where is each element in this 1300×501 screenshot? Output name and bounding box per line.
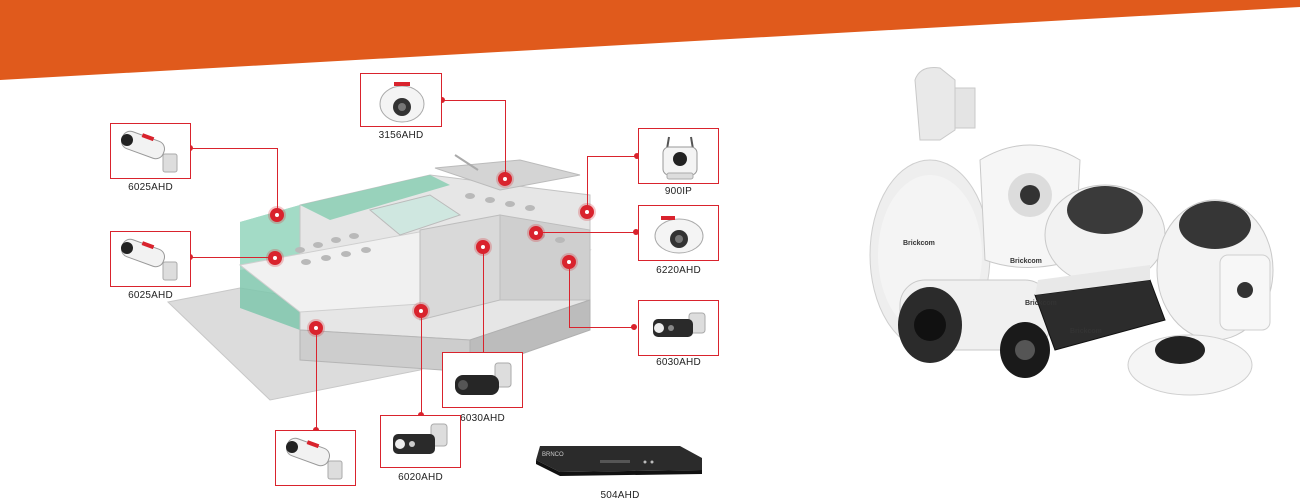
brand-label: Brickcom: [1025, 300, 1057, 307]
hotspot-small-dot: [631, 324, 637, 330]
hotspot-small-dot: [439, 97, 445, 103]
camera-card-6030ahd[interactable]: [442, 352, 523, 408]
dvr-label: 504AHD: [600, 490, 640, 501]
bullet-camera-icon: [121, 238, 178, 281]
camera-card-6030ahd[interactable]: [638, 300, 719, 356]
brand-label: Brickcom: [903, 240, 935, 247]
camera-label: 6025AHD: [128, 290, 173, 301]
camera-card-6025ahd[interactable]: [110, 123, 191, 179]
camera-label: 6020AHD: [398, 472, 443, 483]
camera-label: 6030AHD: [460, 413, 505, 424]
camera-label: 6030AHD: [656, 357, 701, 368]
camera-label: 6220AHD: [656, 265, 701, 276]
camera-label: 3156AHD: [378, 130, 424, 141]
hotspot-dot[interactable]: [309, 321, 323, 335]
hotspot-dot[interactable]: [580, 205, 594, 219]
camera-label: 900IP: [664, 186, 693, 197]
dome-camera-icon: [654, 216, 704, 254]
dome-camera-icon: [379, 82, 425, 123]
header-banner: [0, 0, 1300, 80]
camera-card-900ip[interactable]: [638, 128, 719, 184]
hotspot-small-dot: [634, 153, 640, 159]
dvr-recorder-icon[interactable]: BRNCO: [530, 440, 710, 480]
hotspot-dot[interactable]: [476, 240, 490, 254]
camera-card-6025ahd[interactable]: [110, 231, 191, 287]
brand-label: Brickcom: [1010, 258, 1042, 265]
hotspot-dot[interactable]: [268, 251, 282, 265]
wifi-ip-camera-icon: [662, 136, 698, 180]
camera-collection-icon: [869, 67, 1274, 396]
hotspot-dot[interactable]: [562, 255, 576, 269]
bullet-camera-icon: [455, 362, 512, 395]
hotspot-dot[interactable]: [498, 172, 512, 186]
camera-card-6020ahd[interactable]: [380, 415, 461, 468]
hotspot-dot[interactable]: [414, 304, 428, 318]
hotspot-dot[interactable]: [529, 226, 543, 240]
bullet-camera-icon: [393, 423, 448, 454]
bullet-camera-icon: [653, 312, 706, 337]
camera-label: 6025AHD: [128, 182, 173, 193]
bullet-camera-icon: [121, 130, 178, 173]
hotspot-dot[interactable]: [270, 208, 284, 222]
svg-text:BRNCO: BRNCO: [542, 452, 564, 458]
brand-label: Brickcom: [1070, 328, 1102, 335]
hotspot-small-dot: [633, 229, 639, 235]
camera-card-3156ahd[interactable]: [360, 73, 442, 127]
bullet-camera-icon: [286, 437, 343, 480]
camera-card-6220ahd[interactable]: [638, 205, 719, 261]
camera-card[interactable]: [275, 430, 356, 486]
